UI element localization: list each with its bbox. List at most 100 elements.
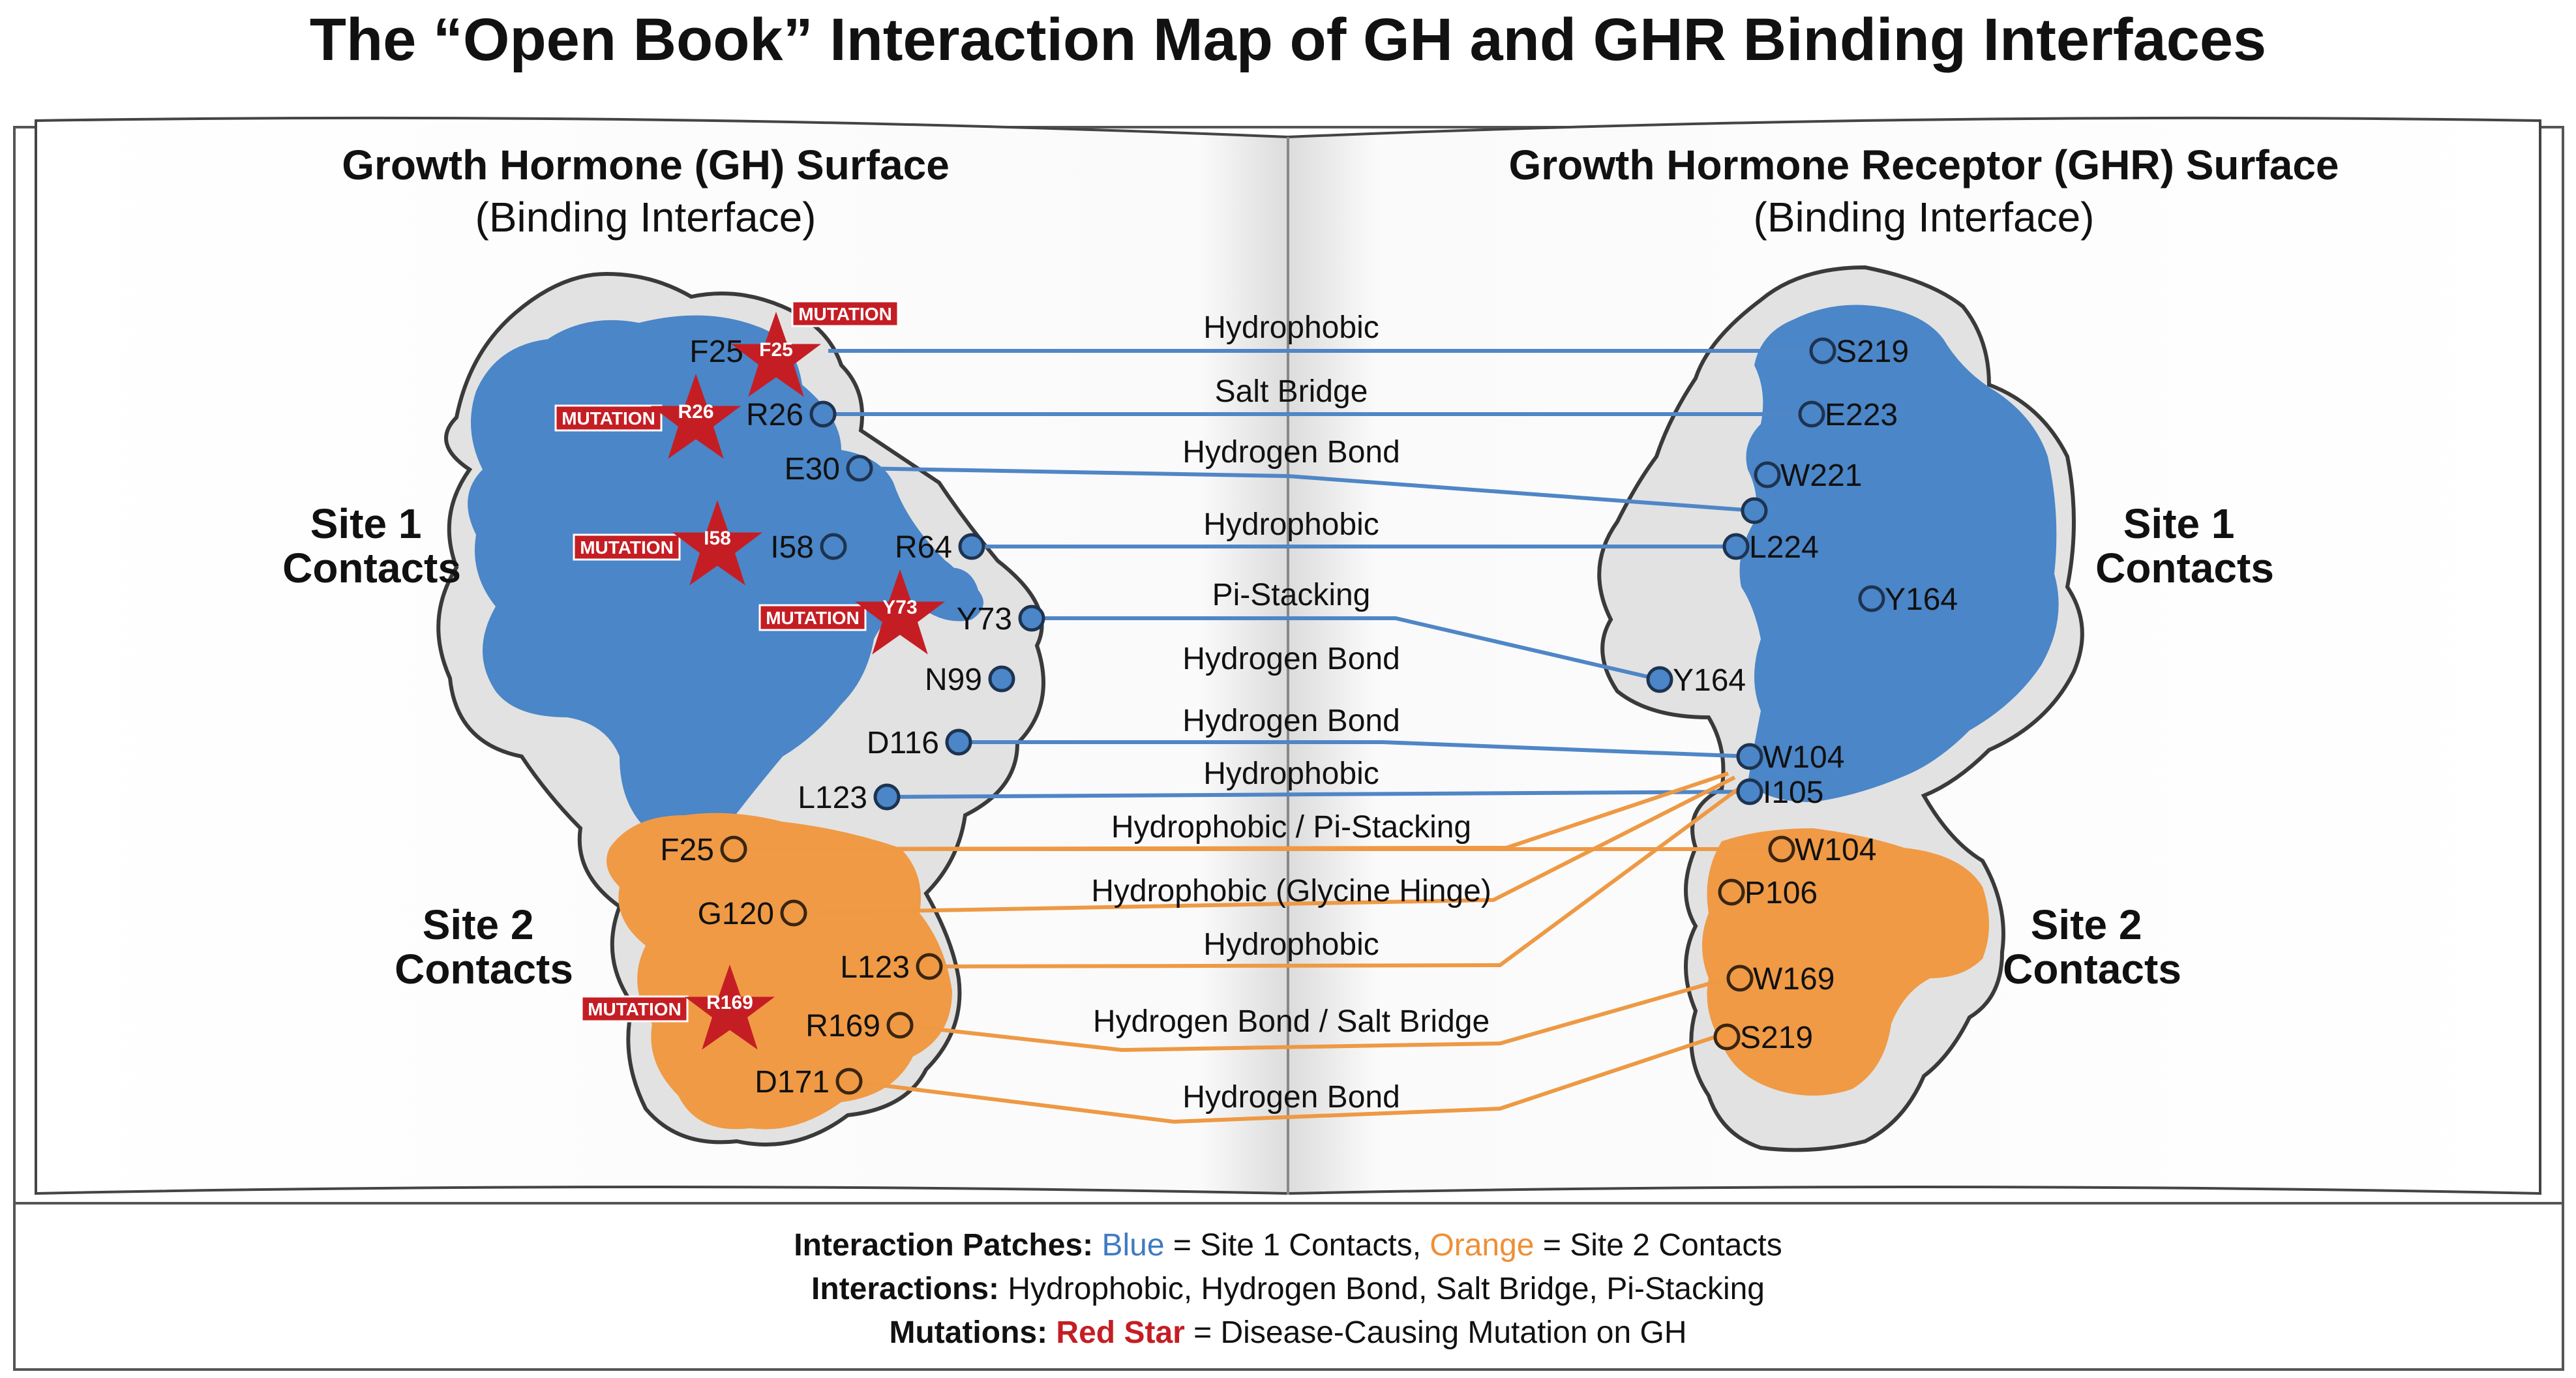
residue-dot <box>1646 666 1673 693</box>
ghr-residue-marker: W104 <box>1768 833 1876 867</box>
legend-panel <box>13 1202 2564 1371</box>
gh-site2-patch <box>607 813 952 1130</box>
ghr-residue-label: Y164 <box>1885 582 1958 617</box>
site-labels: Site 1 Contacts Site 2 Contacts Site 1 C… <box>282 500 2274 993</box>
ghr-residue-label: E223 <box>1825 398 1898 432</box>
mutation-star-r26: MUTATION R26 <box>554 374 741 459</box>
residue-dot <box>720 835 747 863</box>
mutation-tag <box>554 404 663 432</box>
gh-residue-marker: D171 <box>755 1065 863 1100</box>
ghr-residue-label: Y164 <box>1673 663 1746 698</box>
mutation-star-label: I58 <box>704 528 731 549</box>
ghr-residue-marker: Y164 <box>1858 582 1958 617</box>
ghr-residue-marker: W169 <box>1726 962 1835 996</box>
gh-residue-label: E30 <box>785 452 840 487</box>
gh-residue-label: I58 <box>770 530 814 565</box>
ghr-surface-subheading: (Binding Interface) <box>1754 194 2095 241</box>
residue-dot <box>1768 835 1795 863</box>
mutation-tag <box>580 995 689 1023</box>
ghr-surface-heading: Growth Hormone Receptor (GHR) Surface <box>1508 142 2339 188</box>
residue-dot <box>1809 337 1836 365</box>
ghr-residue-label: S219 <box>1740 1021 1813 1055</box>
residue-dot <box>820 533 847 560</box>
residue-dot <box>1798 400 1825 428</box>
residue-dot <box>916 953 943 980</box>
gh-residue-marker: E30 <box>785 452 873 487</box>
gh-residue-marker: N99 <box>925 663 1015 697</box>
interaction-link <box>1032 616 1660 682</box>
mutation-star-label: R169 <box>706 992 753 1013</box>
interaction-label: Hydrogen Bond <box>1182 704 1400 738</box>
gh-residue-marker: Y73 <box>957 602 1045 637</box>
residue-dot <box>1858 585 1885 612</box>
interaction-labels: Hydrophobic Salt Bridge Hydrogen Bond Hy… <box>1091 310 1491 1115</box>
ghr-residue-label: W104 <box>1763 740 1844 775</box>
interaction-label: Hydrophobic <box>1203 756 1379 791</box>
ghr-surface <box>1597 265 2084 1152</box>
interaction-label: Hydrogen Bond <box>1182 1080 1400 1115</box>
gh-residue-label: F25 <box>689 335 743 369</box>
ghr-residue-marker: Y164 <box>1646 663 1746 698</box>
mutation-tag-label: MUTATION <box>798 304 892 324</box>
mutation-star-f25: MUTATION F25 <box>731 300 899 397</box>
interaction-label: Hydrophobic (Glycine Hinge) <box>1091 874 1491 908</box>
gh-residue-label: R26 <box>746 398 803 432</box>
residue-dot <box>1736 743 1763 770</box>
interaction-link <box>848 1035 1716 1124</box>
interaction-link <box>886 790 1750 799</box>
residue-dot <box>846 455 873 482</box>
ghr-residues: S219 E223 W221 L224 Y164 Y164 W104 I105 … <box>1646 335 1958 1055</box>
gh-residue-label: L123 <box>798 781 867 815</box>
residue-dot <box>835 1068 863 1095</box>
gh-residue-label: L123 <box>840 950 910 985</box>
mutation-star-r169: MUTATION R169 <box>580 965 775 1050</box>
gh-residue-label: R64 <box>895 530 952 565</box>
interaction-link <box>899 976 1729 1053</box>
ghr-residue-marker: L224 <box>1722 530 1819 565</box>
residue-dot <box>945 728 972 756</box>
ghr-residue-label: L224 <box>1749 530 1819 565</box>
interaction-label: Hydrophobic <box>1203 507 1379 542</box>
residue-dot <box>1726 965 1754 992</box>
ghr-residue-marker: W104 <box>1736 740 1844 775</box>
gh-surface-heading: Growth Hormone (GH) Surface <box>342 142 950 188</box>
residue-dot <box>1736 778 1763 805</box>
residue-dot <box>988 665 1015 693</box>
mutation-tag <box>791 300 899 327</box>
right-site1-label: Site 1 Contacts <box>2095 500 2274 592</box>
gh-residue-label: N99 <box>925 663 982 697</box>
gh-residue-marker: F25 <box>660 833 747 867</box>
residue-dot <box>1713 1023 1741 1051</box>
residue-dot <box>809 400 837 428</box>
mutation-tag-label: MUTATION <box>580 537 674 558</box>
gh-site1-patch <box>468 315 965 837</box>
gh-residue-marker: D116 <box>867 726 972 760</box>
ghr-residue-label: W104 <box>1795 833 1876 867</box>
mutation-tag-label: MUTATION <box>766 608 860 628</box>
gh-residue-marker: I58 <box>770 530 847 565</box>
ghr-residue-marker: I105 <box>1736 775 1823 810</box>
diagram-title: The “Open Book” Interaction Map of GH an… <box>310 7 2266 73</box>
gh-residue-label: F25 <box>660 833 714 867</box>
gh-residues: F25 R26 E30 I58 R64 Y73 N99 D116 L123 F2… <box>660 335 1045 1100</box>
mutation-stars: MUTATION F25 MUTATION R26 MUTATION I58 M… <box>554 300 945 1050</box>
ghr-residue-marker: E223 <box>1798 398 1898 432</box>
residue-dot <box>1018 605 1045 632</box>
interaction-link <box>959 740 1750 758</box>
gh-residue-marker: R26 <box>746 398 837 432</box>
left-site2-label: Site 2 Contacts <box>395 901 573 993</box>
gh-surface-subheading: (Binding Interface) <box>475 194 816 241</box>
residue-dot <box>886 1011 914 1039</box>
mutation-star-y73: MUTATION Y73 <box>758 569 945 655</box>
right-site2-label: Site 2 Contacts <box>2003 901 2181 993</box>
ghr-residue-label: P106 <box>1745 876 1818 910</box>
ghr-residue-marker: W221 <box>1754 458 1862 493</box>
ghr-site1-patch <box>1739 305 2059 802</box>
ghr-residue-marker: S219 <box>1713 1021 1813 1055</box>
residue-dot <box>1754 461 1781 488</box>
legend-mutations: Mutations: Red Star = Disease-Causing Mu… <box>889 1315 1686 1350</box>
interaction-label: Salt Bridge <box>1215 374 1368 409</box>
interaction-label: Hydrophobic / Pi-Stacking <box>1111 810 1471 845</box>
interaction-label: Hydrophobic <box>1203 310 1379 345</box>
